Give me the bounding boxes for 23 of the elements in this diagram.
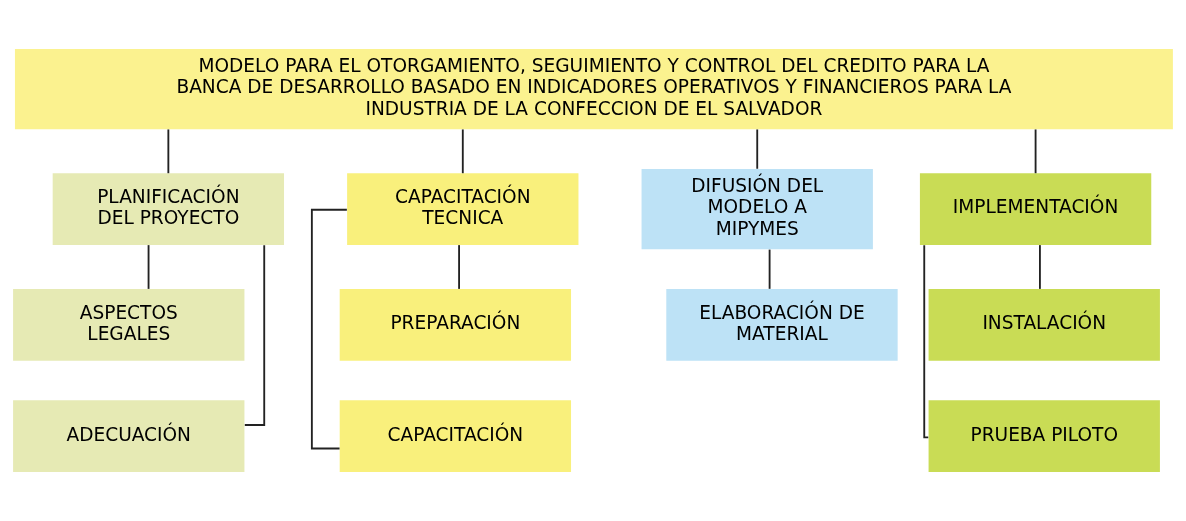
- node-box: INSTALACIÓN: [928, 288, 1160, 361]
- connector: [923, 244, 930, 439]
- node-box: ELABORACIÓN DE MATERIAL: [666, 288, 898, 361]
- connector: [147, 244, 150, 290]
- node-box: CAPACITACIÓN: [339, 400, 572, 473]
- node-box: CAPACITACIÓN TECNICA: [347, 173, 579, 246]
- node-box: PREPARACIÓN: [339, 288, 572, 361]
- connector: [167, 128, 170, 175]
- node-box: IMPLEMENTACIÓN: [919, 173, 1152, 246]
- connector: [310, 208, 348, 450]
- connector: [1039, 244, 1041, 290]
- connector: [458, 244, 460, 290]
- node-box: PRUEBA PILOTO: [928, 400, 1160, 473]
- connector: [243, 244, 266, 426]
- node-box: ASPECTOS LEGALES: [13, 288, 245, 361]
- connector: [768, 248, 771, 290]
- node-box: MODELO PARA EL OTORGAMIENTO, SEGUIMIENTO Y CONTROL DEL CREDITO PARA LA BANCA DE DESARROLLO BASADO EN INDICADORES OPERATIVOS Y FINANCIEROS PARA LA INDUSTRIA DE LA CONFECCION DE EL SALVADOR: [14, 48, 1173, 130]
- connector: [756, 128, 759, 170]
- node-box: ADECUACIÓN: [13, 400, 245, 473]
- node-box: PLANIFICACIÓN DEL PROYECTO: [52, 173, 284, 246]
- node-box: DIFUSIÓN DEL MODELO A MIPYMES: [641, 168, 873, 250]
- connector: [1034, 128, 1037, 175]
- connector: [461, 128, 464, 175]
